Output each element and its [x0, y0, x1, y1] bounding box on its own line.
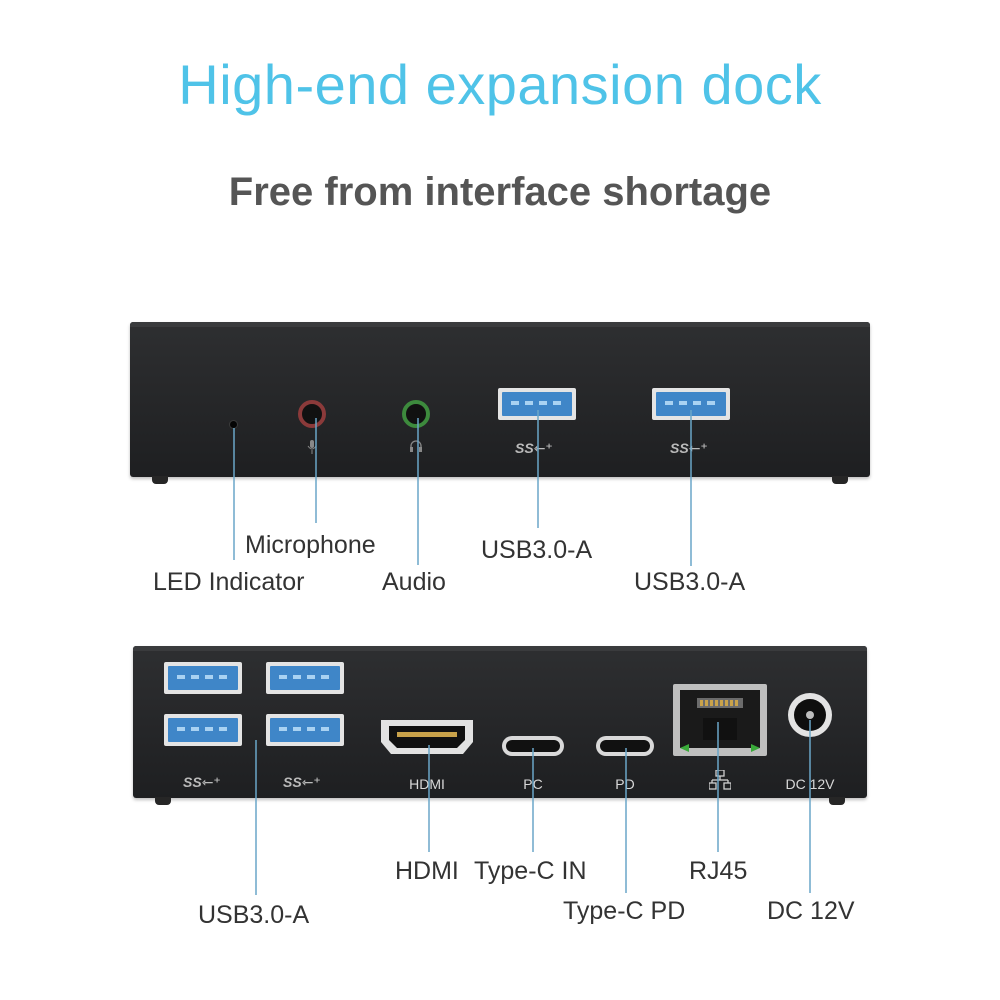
- microphone-icon: [307, 440, 317, 454]
- dc-port-label: DC 12V: [785, 776, 835, 792]
- headphone-icon: [410, 440, 422, 452]
- dc-power-jack[interactable]: [787, 692, 833, 738]
- callout-back-usb: USB3.0-A: [198, 901, 310, 929]
- callout-typec-in: Type-C IN: [474, 857, 587, 885]
- callout-typec-pd: Type-C PD: [563, 897, 686, 925]
- pc-port-label: PC: [523, 776, 543, 792]
- usb-port[interactable]: [266, 662, 344, 694]
- callout-usb-1: USB3.0-A: [481, 536, 593, 564]
- callout-dc-12v: DC 12V: [767, 897, 855, 925]
- usb-port[interactable]: [164, 662, 242, 694]
- page-title: High-end expansion dock: [178, 53, 822, 116]
- usb-c-port-pc[interactable]: [502, 736, 564, 756]
- dock-foot: [155, 797, 171, 805]
- dock-foot: [152, 476, 168, 484]
- page-subtitle: Free from interface shortage: [228, 170, 772, 214]
- dock-foot: [832, 476, 848, 484]
- callout-hdmi: HDMI: [395, 857, 459, 885]
- network-icon: [709, 770, 731, 790]
- dock-back-panel: SS⇽⁺ SS⇽⁺ HDMI PC PD: [133, 646, 867, 805]
- callout-usb-2: USB3.0-A: [634, 568, 746, 596]
- superspeed-usb-icon: SS⇽⁺: [515, 440, 553, 456]
- callout-microphone: Microphone: [245, 531, 376, 559]
- usb-port[interactable]: [164, 714, 242, 746]
- led-indicator: [230, 421, 237, 428]
- superspeed-usb-icon: SS⇽⁺: [283, 774, 321, 790]
- hdmi-port[interactable]: [379, 718, 475, 758]
- usb-port[interactable]: [652, 388, 730, 420]
- usb-c-port-pd[interactable]: [596, 736, 654, 756]
- usb-port[interactable]: [498, 388, 576, 420]
- audio-jack[interactable]: [402, 400, 430, 428]
- hdmi-port-label: HDMI: [409, 776, 445, 792]
- superspeed-usb-icon: SS⇽⁺: [183, 774, 221, 790]
- callout-led-indicator: LED Indicator: [153, 568, 305, 596]
- dock-foot: [829, 797, 845, 805]
- rj45-port[interactable]: [673, 684, 767, 756]
- callout-audio: Audio: [382, 568, 446, 596]
- pd-port-label: PD: [615, 776, 635, 792]
- callout-rj45: RJ45: [689, 857, 748, 885]
- superspeed-usb-icon: SS⇽⁺: [670, 440, 708, 456]
- usb-port[interactable]: [266, 714, 344, 746]
- microphone-jack[interactable]: [298, 400, 326, 428]
- dock-front-panel: SS⇽⁺ SS⇽⁺: [130, 322, 870, 484]
